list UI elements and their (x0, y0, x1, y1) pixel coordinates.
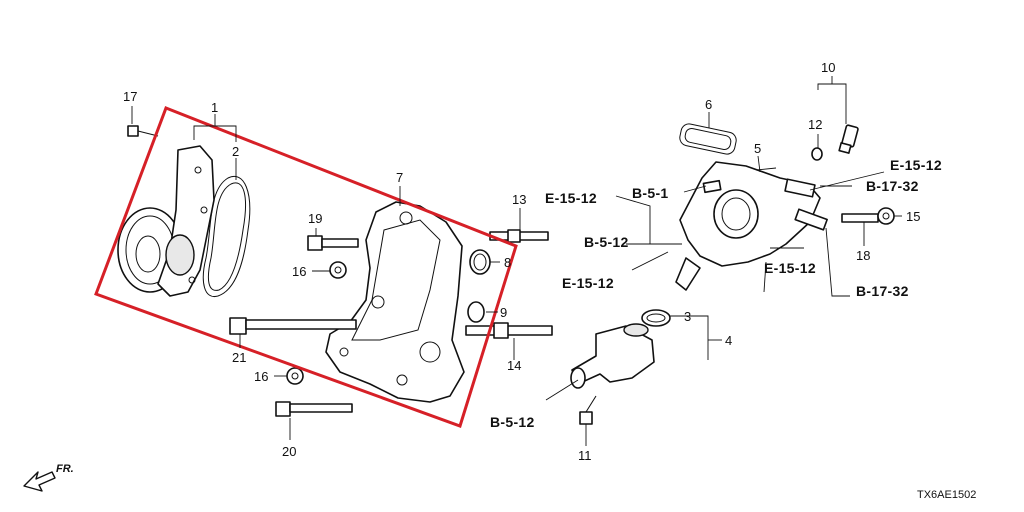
front-arrow-icon (23, 471, 56, 492)
leader-lines (131, 76, 902, 446)
water-pump-assembly (117, 145, 215, 297)
part-number-2: 2 (232, 144, 239, 159)
bolt-17 (127, 125, 159, 137)
washer-12 (811, 147, 823, 161)
part-number-21: 21 (232, 350, 246, 365)
ref-b-5-12-mid: B-5-12 (584, 234, 629, 250)
part-number-9: 9 (500, 305, 507, 320)
bolt-20 (275, 401, 353, 417)
highlight-box (94, 106, 518, 428)
bolt-18 (841, 213, 879, 223)
part-number-15: 15 (906, 209, 920, 224)
part-number-16: 16 (292, 264, 306, 279)
ref-b-17-32-top: B-17-32 (866, 178, 919, 194)
part-number-3: 3 (684, 309, 691, 324)
part-number-4: 4 (725, 333, 732, 348)
part-number-18: 18 (856, 248, 870, 263)
part-number-6: 6 (705, 97, 712, 112)
ref-e-15-12-mid-right: E-15-12 (764, 260, 816, 276)
seal-3 (641, 309, 671, 327)
ref-e-15-12-left: E-15-12 (545, 190, 597, 206)
o-ring-9 (467, 301, 485, 323)
part-number-1: 1 (211, 100, 218, 115)
part-number-11: 11 (578, 448, 592, 463)
part-number-13: 13 (512, 192, 526, 207)
part-number-7: 7 (396, 170, 403, 185)
part-number-14: 14 (507, 358, 521, 373)
thermostat-cover (570, 323, 655, 389)
ref-e-15-12-top-right: E-15-12 (890, 157, 942, 173)
nut-16-lower (286, 367, 304, 385)
part-number-20: 20 (282, 444, 296, 459)
front-direction-label: FR. (56, 463, 74, 475)
diagram-code: TX6AE1502 (917, 489, 976, 501)
part-number-19: 19 (308, 211, 322, 226)
nut-15 (877, 207, 895, 225)
bracket (325, 201, 465, 403)
nut-16-upper (329, 261, 347, 279)
ref-b-17-32-bottom: B-17-32 (856, 283, 909, 299)
part-number-8: 8 (504, 255, 511, 270)
ref-b-5-12-bottom: B-5-12 (490, 414, 535, 430)
bolt-11 (579, 395, 597, 425)
stud-14 (465, 322, 553, 339)
part-number-17: 17 (123, 89, 137, 104)
ref-b-5-1: B-5-1 (632, 185, 669, 201)
part-number-10: 10 (821, 60, 835, 75)
bolt-19 (307, 235, 359, 251)
thermostat-housing (675, 161, 828, 291)
part-number-16-lower: 16 (254, 369, 268, 384)
ref-e-15-12-mid-left: E-15-12 (562, 275, 614, 291)
part-number-12: 12 (808, 117, 822, 132)
o-ring-8 (469, 249, 491, 275)
pump-gasket (202, 175, 251, 297)
bolt-21 (229, 317, 357, 335)
reference-labels: E-15-12 B-5-1 B-17-32 E-15-12 B-5-12 E-1… (490, 157, 942, 430)
part-number-5: 5 (754, 141, 761, 156)
gasket-6 (679, 123, 737, 155)
part-numbers: 1 2 3 4 5 6 7 8 9 10 11 12 13 14 15 16 1… (123, 60, 920, 463)
sensor-10 (838, 124, 859, 154)
